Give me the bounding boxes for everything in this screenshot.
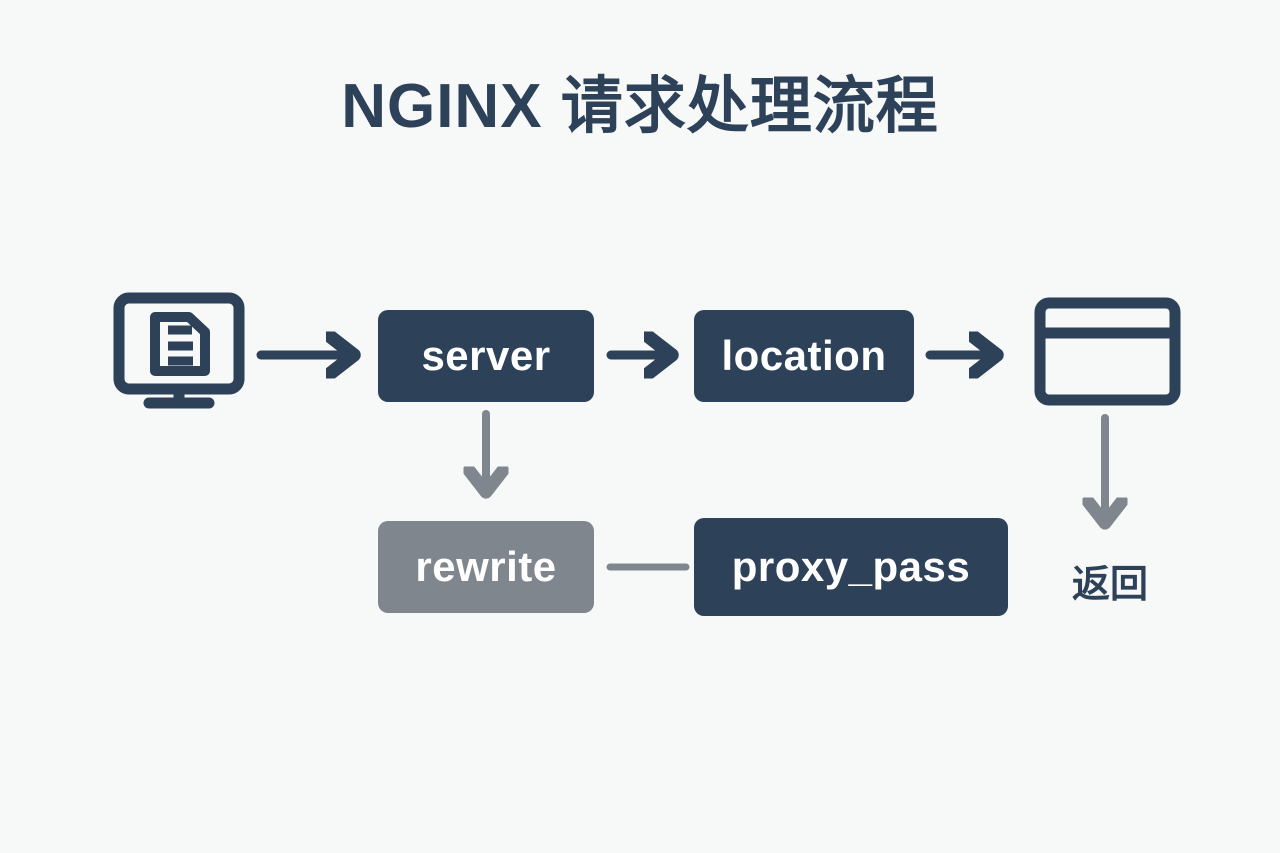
desktop-monitor-document-icon: [113, 292, 245, 409]
node-server[interactable]: server: [378, 310, 594, 402]
document-glyph-icon: [150, 312, 210, 376]
node-rewrite[interactable]: rewrite: [378, 521, 594, 613]
document-lines-icon: [168, 325, 193, 366]
browser-window-icon: [1034, 297, 1181, 406]
node-proxy-pass[interactable]: proxy_pass: [694, 518, 1008, 616]
page-title: NGINX 请求处理流程: [341, 72, 939, 141]
node-location[interactable]: location: [694, 310, 914, 402]
return-label: 返回: [1071, 564, 1148, 606]
